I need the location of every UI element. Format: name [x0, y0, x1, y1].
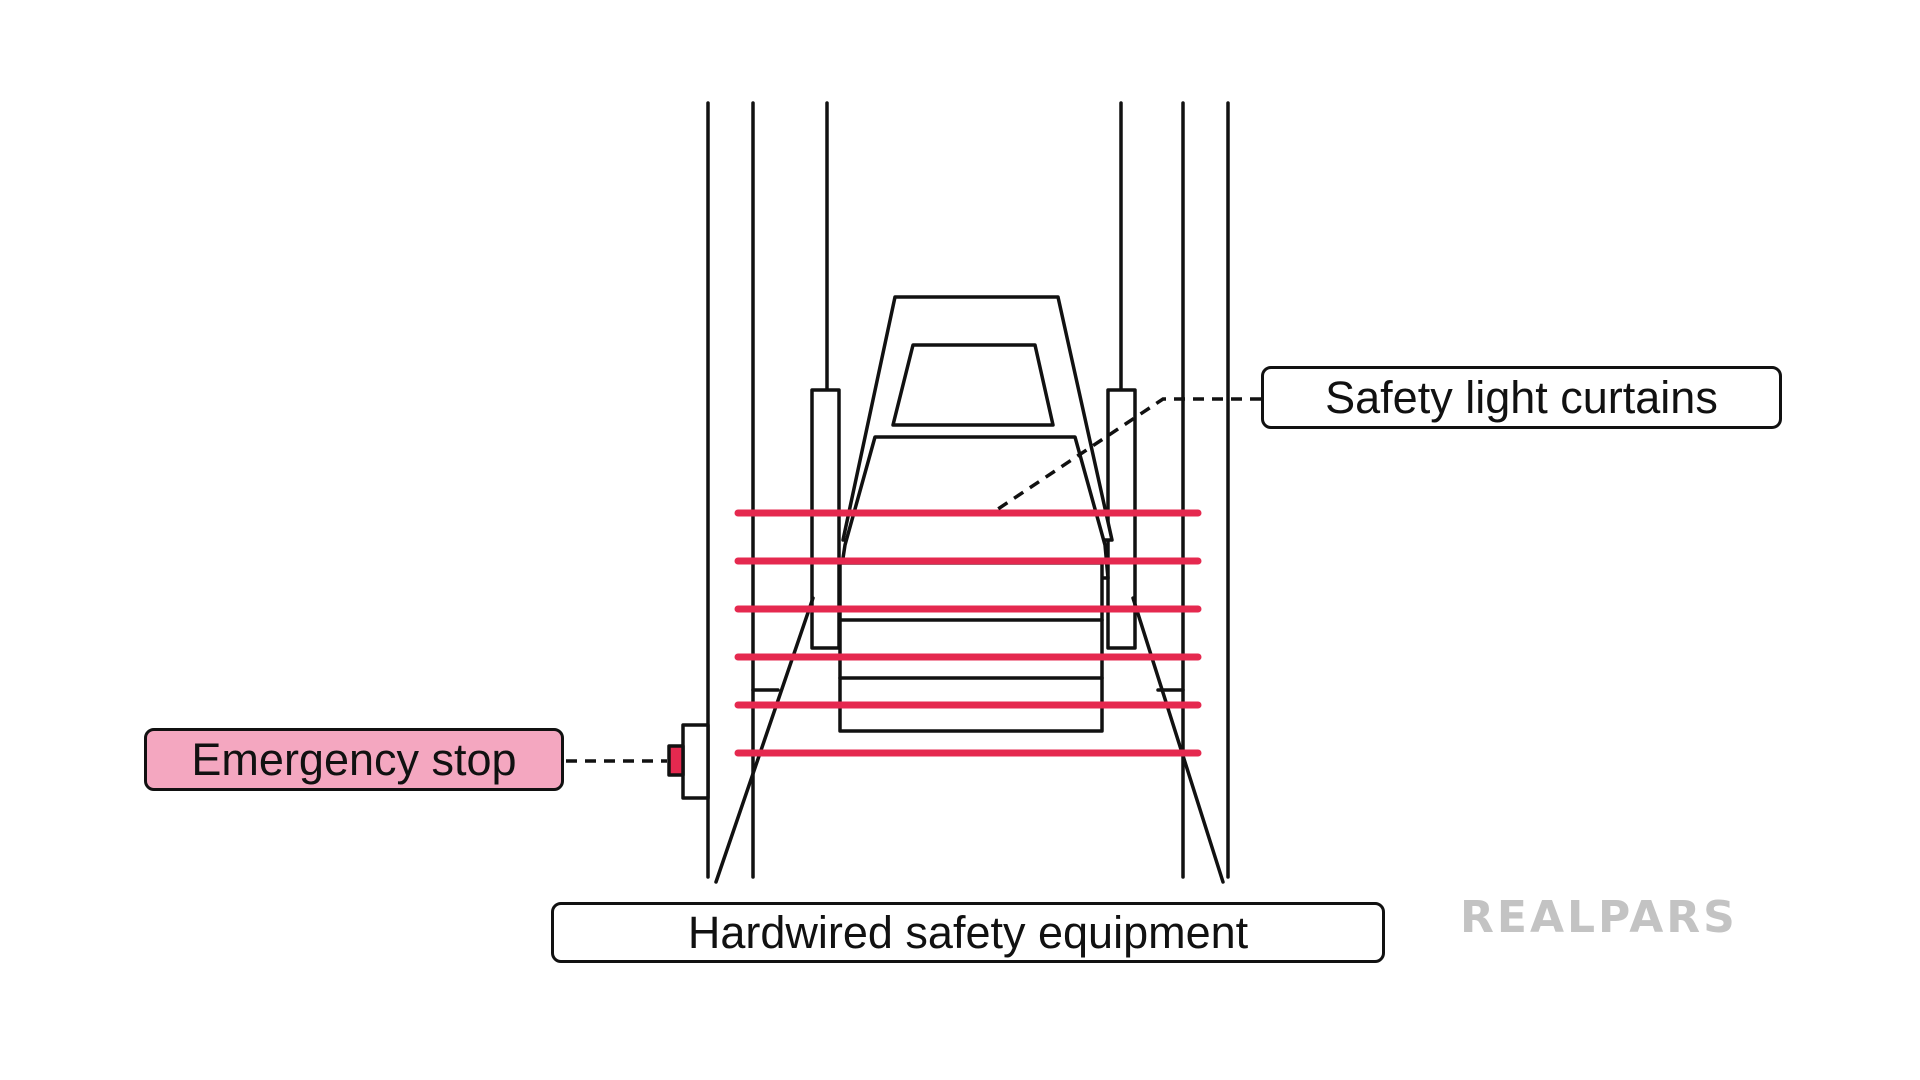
realpars-logo: REALPARS [1460, 892, 1738, 943]
emergency-stop-label: Emergency stop [144, 728, 564, 791]
machine-top-block [891, 343, 1055, 427]
machine-front-body [838, 435, 1110, 580]
safety-light-curtains-label: Safety light curtains [1261, 366, 1782, 429]
left-light-curtain-post [810, 388, 841, 650]
left-floor-line [714, 596, 815, 884]
right-floor-line [1131, 596, 1225, 884]
hardwired-safety-equipment-label: Hardwired safety equipment [551, 902, 1385, 963]
curtain-leader-line [997, 397, 1261, 511]
emergency-stop-button-icon [667, 744, 685, 777]
emergency-stop-housing [681, 723, 710, 800]
